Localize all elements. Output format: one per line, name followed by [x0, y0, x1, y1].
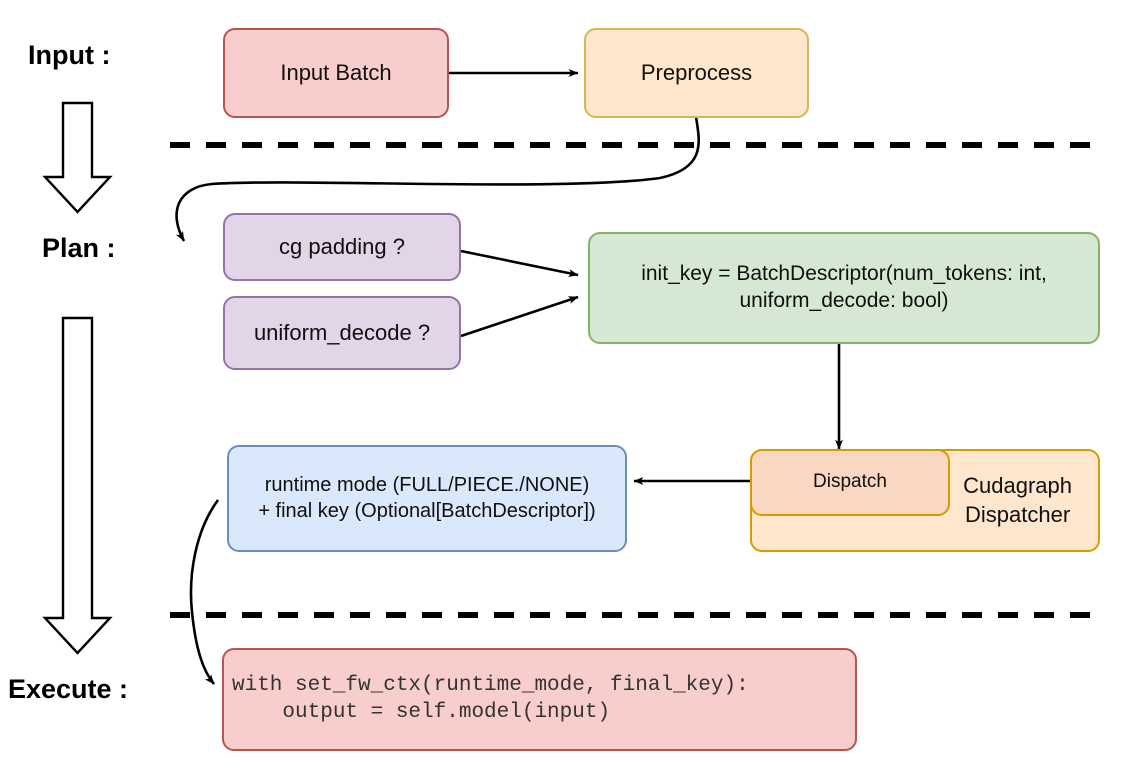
node-preprocess[interactable]: Preprocess [584, 28, 809, 118]
node-input-batch[interactable]: Input Batch [223, 28, 449, 118]
node-uniform-decode[interactable]: uniform_decode ? [223, 296, 461, 370]
node-init-key[interactable]: init_key = BatchDescriptor(num_tokens: i… [588, 232, 1100, 344]
stage-label-plan: Plan : [42, 233, 116, 263]
edge-uniform-decode-to-init-key [460, 295, 579, 338]
flow-arrow-plan-to-execute [42, 316, 113, 655]
stage-label-input: Input : [28, 40, 111, 70]
node-cg-padding[interactable]: cg padding ? [223, 213, 461, 281]
edge-runtime-mode-to-execute-code [189, 499, 220, 685]
flow-arrow-input-to-plan [42, 101, 113, 214]
node-runtime-mode[interactable]: runtime mode (FULL/PIECE./NONE) + final … [227, 445, 627, 552]
node-dispatch[interactable]: Dispatch [750, 449, 950, 516]
node-execute-code[interactable]: with set_fw_ctx(runtime_mode, final_key)… [222, 648, 857, 751]
edge-cg-padding-to-init-key [460, 249, 579, 278]
stage-label-execute: Execute : [8, 674, 129, 704]
